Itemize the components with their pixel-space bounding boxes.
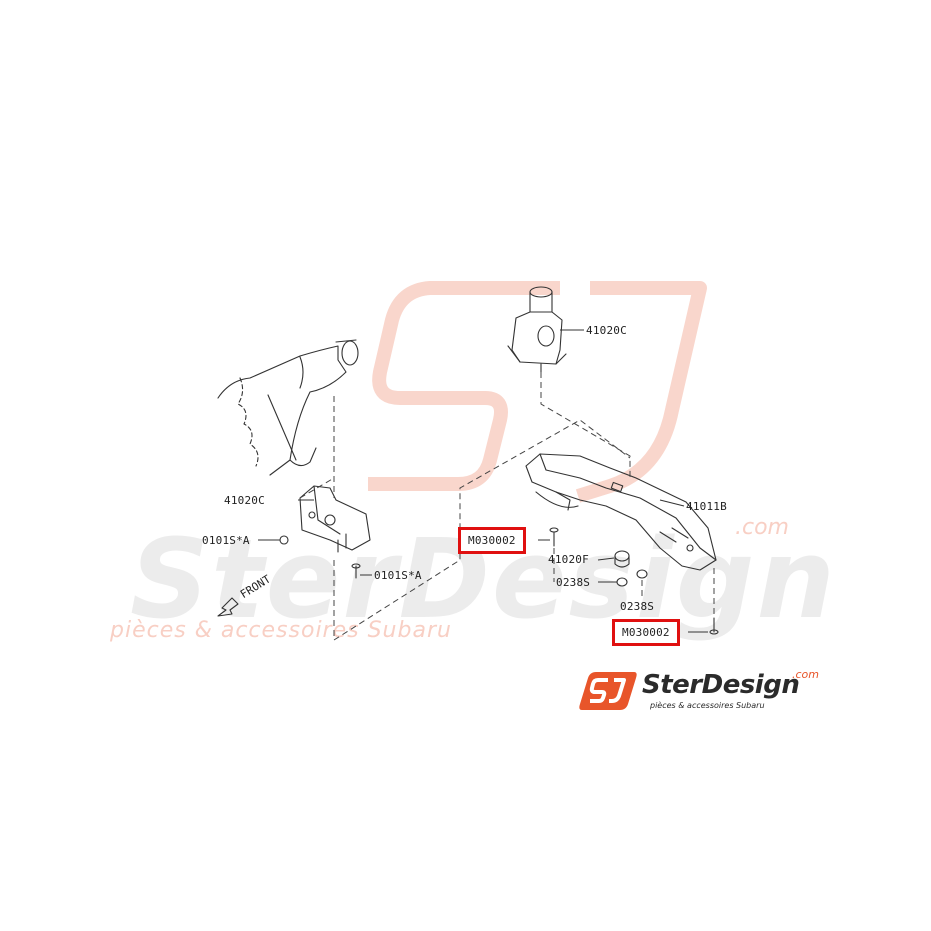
watermark-com: .com bbox=[735, 515, 789, 540]
highlighted-part-M030002-1: M030002 bbox=[458, 527, 526, 554]
logo-tagline: pièces & accessoires Subaru bbox=[650, 701, 765, 710]
rear-mount-bracket-left bbox=[299, 485, 371, 553]
leader-lines bbox=[258, 329, 708, 633]
bolt-0101S-lower bbox=[351, 563, 361, 579]
front-arrow-icon bbox=[217, 597, 239, 617]
nut-0238S-1 bbox=[616, 577, 628, 587]
bolt-M030002-1 bbox=[549, 527, 559, 547]
stopper-41020F bbox=[614, 550, 630, 568]
rear-mount-upper bbox=[507, 286, 567, 373]
crossmember bbox=[525, 453, 717, 571]
sterdesign-logo: SterDesign .com pièces & accessoires Sub… bbox=[578, 668, 848, 716]
label-0101S-A-2: 0101S*A bbox=[374, 569, 422, 582]
sj-logo-icon bbox=[579, 672, 637, 710]
label-41020F: 41020F bbox=[548, 553, 589, 566]
label-0238S-1: 0238S bbox=[556, 576, 591, 589]
logo-brand-name: SterDesign bbox=[642, 670, 800, 700]
nut-0238S-2 bbox=[636, 569, 648, 579]
label-41020C-left: 41020C bbox=[224, 494, 265, 507]
transmission-housing bbox=[217, 339, 359, 476]
label-0238S-2: 0238S bbox=[620, 600, 655, 613]
logo-com: .com bbox=[792, 668, 819, 681]
label-41020C-upper: 41020C bbox=[586, 324, 627, 337]
highlighted-part-M030002-2: M030002 bbox=[612, 619, 680, 646]
watermark-tagline: pièces & accessoires Subaru bbox=[110, 618, 452, 643]
assembly-guide-lines bbox=[299, 372, 715, 641]
label-0101S-A-1: 0101S*A bbox=[202, 534, 250, 547]
bolt-M030002-2 bbox=[709, 617, 719, 635]
label-41011B: 41011B bbox=[686, 500, 727, 513]
